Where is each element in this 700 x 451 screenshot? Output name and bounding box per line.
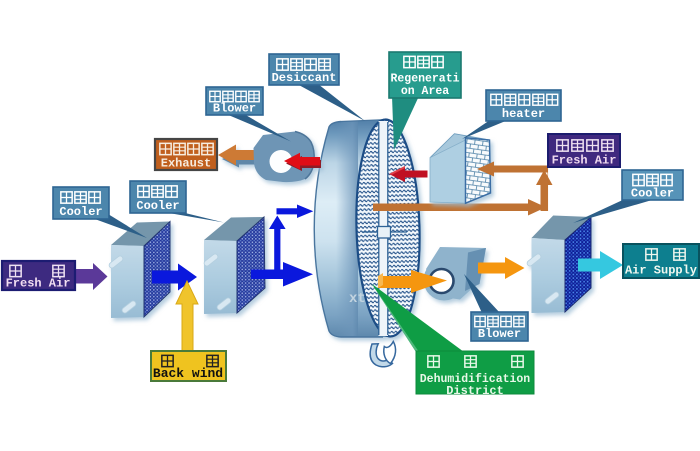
- svg-text:Exhaust: Exhaust: [161, 157, 211, 171]
- svg-text:District: District: [446, 384, 504, 398]
- svg-text:Cooler: Cooler: [631, 187, 674, 201]
- svg-text:heater: heater: [502, 107, 545, 121]
- svg-text:on Area: on Area: [401, 85, 449, 98]
- svg-text:Blower: Blower: [478, 327, 521, 341]
- svg-text:Cooler: Cooler: [59, 205, 102, 219]
- svg-text:Blower: Blower: [213, 102, 256, 116]
- svg-text:Fresh Air: Fresh Air: [6, 277, 71, 291]
- svg-text:Desiccant: Desiccant: [272, 71, 337, 85]
- svg-text:Fresh Air: Fresh Air: [552, 154, 617, 168]
- svg-text:xt: xt: [349, 291, 366, 307]
- svg-text:Back wind: Back wind: [153, 366, 223, 381]
- svg-text:Regenerati: Regenerati: [390, 73, 459, 86]
- svg-text:Dehumidification: Dehumidification: [420, 373, 531, 386]
- svg-text:Air Supply: Air Supply: [625, 264, 697, 278]
- svg-text:Cooler: Cooler: [136, 199, 179, 213]
